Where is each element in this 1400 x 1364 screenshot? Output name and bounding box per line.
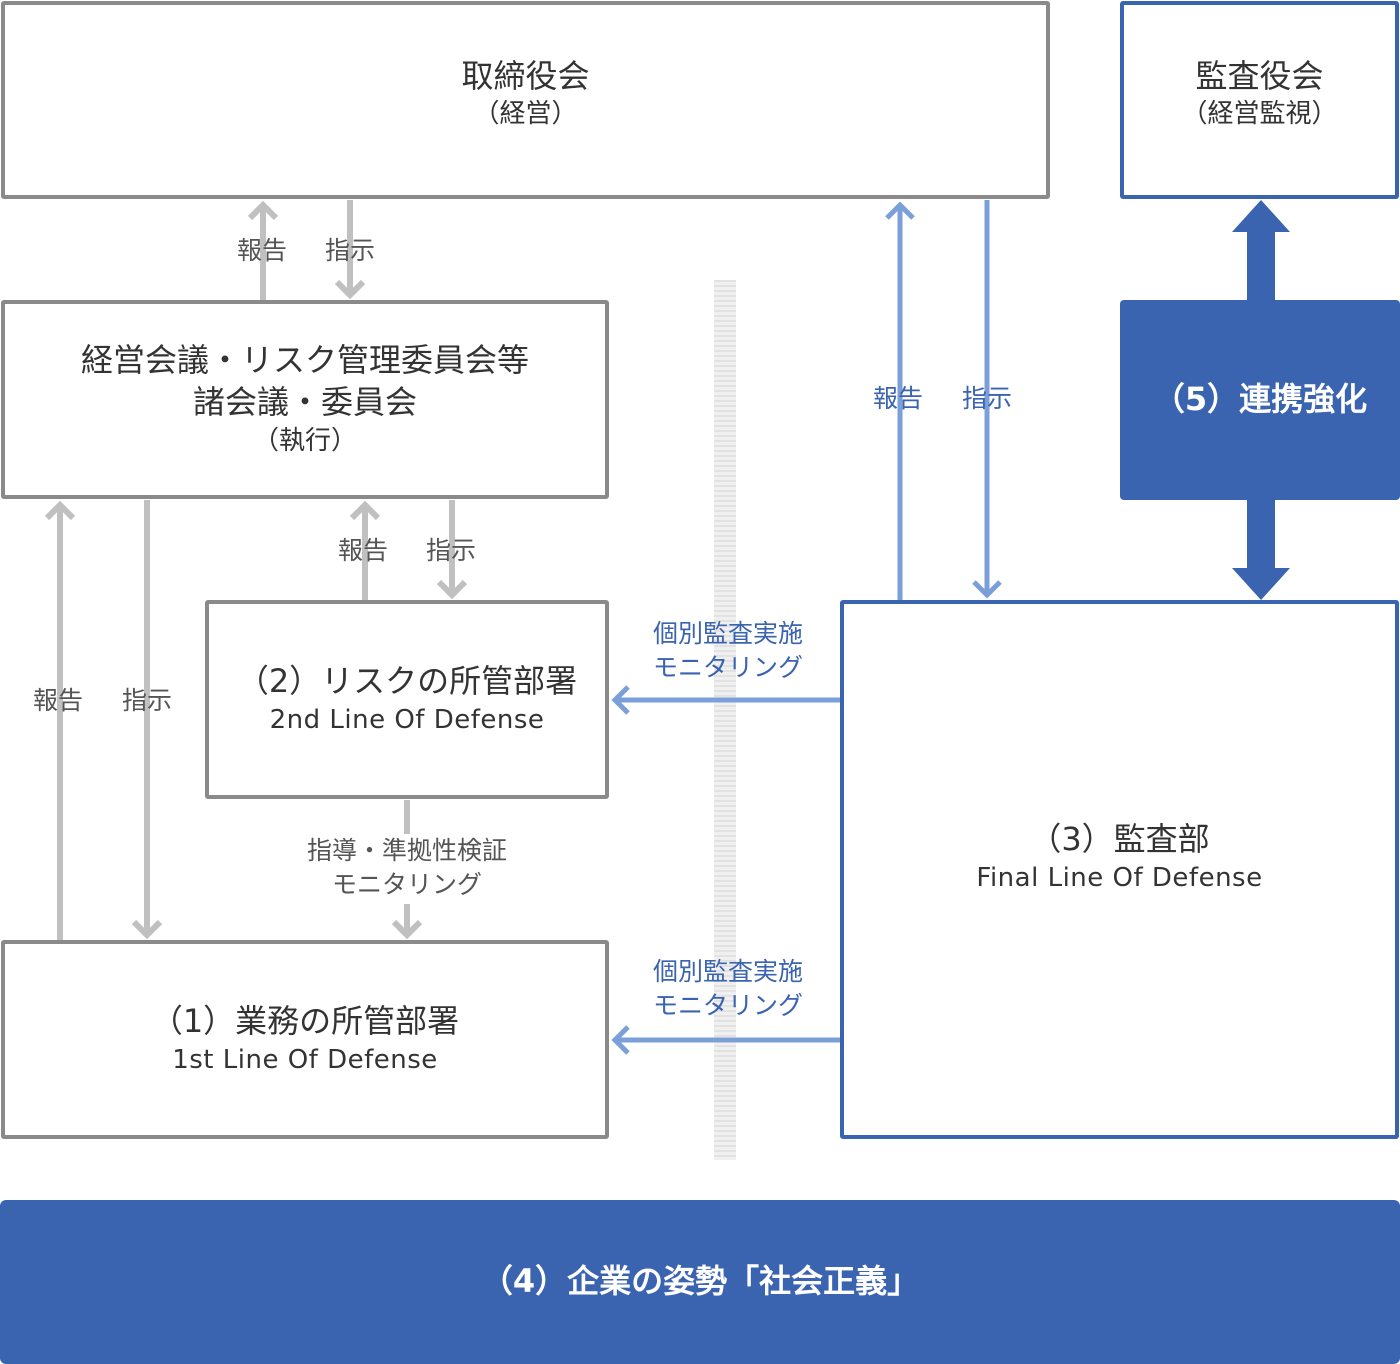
risk-dept-title: （2）リスクの所管部署 bbox=[236, 662, 578, 701]
label-instruct-audit: 指示 bbox=[961, 384, 1013, 413]
label-guidance: 指導・準拠性検証 モニタリング bbox=[307, 834, 507, 902]
board-of-directors-box: 取締役会 （経営） bbox=[1, 1, 1050, 199]
committees-sub: （執行） bbox=[252, 425, 357, 456]
business-dept-box: （1）業務の所管部署 1st Line Of Defense bbox=[1, 940, 609, 1139]
cooperation-label: （5）連携強化 bbox=[1152, 380, 1368, 419]
label-report-audit: 報告 bbox=[872, 384, 924, 413]
label-guidance-line1: 指導・準拠性検証 bbox=[306, 836, 508, 865]
label-guidance-line2: モニタリング bbox=[331, 869, 483, 899]
risk-business-arrow bbox=[391, 800, 423, 940]
label-audit-business-line2: モニタリング bbox=[652, 990, 804, 1020]
foundation-banner: （4）企業の姿勢「社会正義」 bbox=[0, 1200, 1400, 1364]
label-report-board: 報告 bbox=[236, 236, 288, 265]
cooperation-box: （5）連携強化 bbox=[1120, 300, 1400, 500]
auditors-title: 監査役会 bbox=[1195, 56, 1324, 95]
board-sub: （経営） bbox=[473, 99, 578, 130]
committees-box: 経営会議・リスク管理委員会等 諸会議・委員会 （執行） bbox=[1, 300, 609, 499]
label-report-business: 報告 bbox=[32, 686, 84, 715]
board-title: 取締役会 bbox=[461, 56, 590, 95]
label-instruct-business: 指示 bbox=[121, 686, 173, 715]
label-instruct-board: 指示 bbox=[324, 236, 376, 265]
audit-dept-en: Final Line Of Defense bbox=[976, 862, 1263, 893]
committees-line2: 諸会議・委員会 bbox=[192, 382, 417, 421]
board-committee-arrows bbox=[247, 200, 366, 300]
risk-dept-en: 2nd Line Of Defense bbox=[269, 704, 545, 735]
business-dept-title: （1）業務の所管部署 bbox=[150, 1002, 460, 1041]
label-report-risk: 報告 bbox=[337, 536, 389, 565]
label-audit-risk-line1: 個別監査実施 bbox=[652, 619, 804, 648]
committees-line1: 経営会議・リスク管理委員会等 bbox=[80, 341, 529, 380]
auditors-board-box: 監査役会 （経営監視） bbox=[1120, 1, 1399, 199]
auditors-sub: （経営監視） bbox=[1181, 99, 1338, 130]
audit-dept-title: （3）監査部 bbox=[1029, 820, 1210, 859]
audit-dept-box: （3）監査部 Final Line Of Defense bbox=[840, 600, 1399, 1139]
label-audit-risk-line2: モニタリング bbox=[652, 652, 804, 682]
risk-dept-box: （2）リスクの所管部署 2nd Line Of Defense bbox=[205, 600, 609, 799]
label-audit-business-line1: 個別監査実施 bbox=[652, 957, 804, 986]
audit-monitoring-arrows bbox=[611, 685, 840, 1055]
label-instruct-risk: 指示 bbox=[425, 536, 477, 565]
committee-business-arrows bbox=[44, 500, 163, 940]
label-audit-business: 個別監査実施 モニタリング bbox=[653, 955, 803, 1023]
cooperation-arrows bbox=[1232, 200, 1290, 600]
board-audit-arrows bbox=[885, 200, 1002, 600]
foundation-label: （4）企業の姿勢「社会正義」 bbox=[480, 1262, 920, 1301]
business-dept-en: 1st Line Of Defense bbox=[172, 1044, 438, 1075]
committee-risk-arrows bbox=[349, 500, 468, 600]
label-audit-risk: 個別監査実施 モニタリング bbox=[653, 617, 803, 685]
